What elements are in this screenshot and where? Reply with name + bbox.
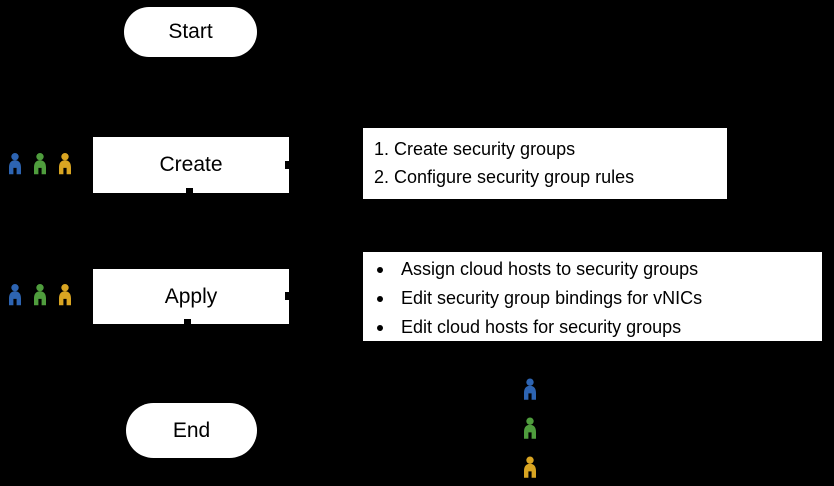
- end-label: End: [172, 418, 211, 442]
- connector-stub: [186, 188, 193, 193]
- apply-user-icons: [7, 281, 73, 308]
- create-step-item: 1. Create security groups: [374, 139, 576, 159]
- start-label: Start: [168, 20, 213, 43]
- create-steps-box: 1. Create security groups 2. Configure s…: [363, 128, 727, 199]
- bullet-icon: [377, 295, 383, 302]
- apply-step-item: Edit security group bindings for vNICs: [363, 284, 822, 313]
- create-user-icons: [7, 150, 73, 177]
- apply-label: Apply: [164, 284, 218, 308]
- user-blue-icon: [524, 378, 536, 400]
- flow-node-apply: Apply: [93, 269, 289, 324]
- user-orange-icon: [59, 153, 71, 175]
- flow-node-end: End: [126, 403, 257, 458]
- user-green-icon: [524, 417, 536, 439]
- bullet-icon: [377, 324, 383, 331]
- user-orange-icon: [524, 456, 536, 478]
- connector-stub: [285, 161, 289, 169]
- create-label: Create: [159, 153, 223, 176]
- flow-node-start: Start: [124, 7, 257, 57]
- user-orange-icon: [59, 284, 71, 306]
- bullet-icon: [377, 266, 383, 273]
- apply-step-item: Assign cloud hosts to security groups: [363, 255, 822, 284]
- apply-step-text: Edit security group bindings for vNICs: [401, 288, 703, 308]
- connector-stub: [285, 292, 289, 300]
- user-blue-icon: [9, 284, 21, 306]
- apply-step-text: Edit cloud hosts for security groups: [401, 317, 682, 337]
- flow-node-create: Create: [93, 137, 289, 193]
- user-green-icon: [34, 153, 46, 175]
- apply-steps-box: Assign cloud hosts to security groups Ed…: [363, 252, 822, 341]
- connector-stub: [184, 319, 191, 324]
- user-legend: [522, 376, 538, 480]
- user-green-icon: [34, 284, 46, 306]
- create-step-item: 2. Configure security group rules: [374, 167, 635, 187]
- apply-step-item: Edit cloud hosts for security groups: [363, 313, 822, 342]
- user-blue-icon: [9, 153, 21, 175]
- apply-step-text: Assign cloud hosts to security groups: [401, 259, 699, 279]
